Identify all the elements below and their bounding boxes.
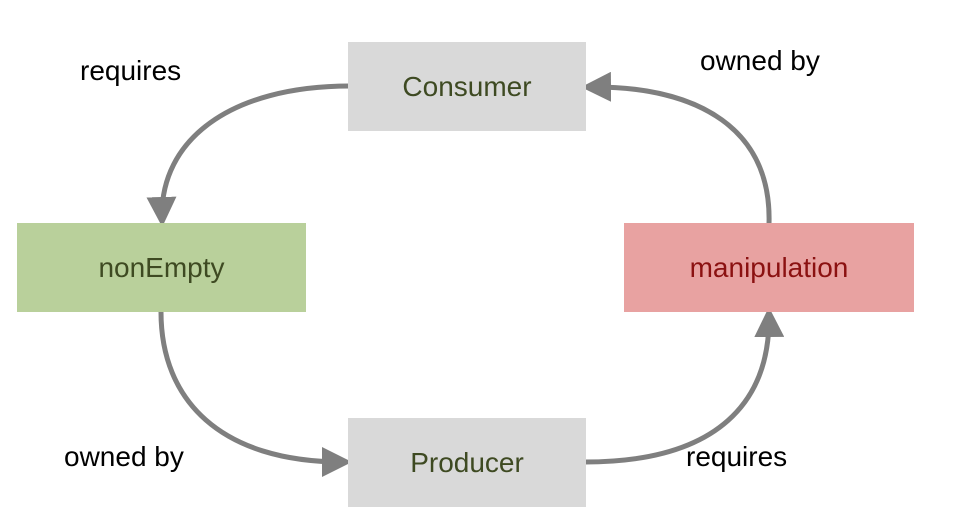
producer-node: Producer (348, 418, 586, 507)
consumer-node: Consumer (348, 42, 586, 131)
arrow-nonempty-to-producer (158, 311, 352, 477)
manipulation-node: manipulation (624, 223, 914, 312)
edge-label-producer-owned-by: owned by (64, 441, 184, 472)
edge-label-consumer-owned-by: owned by (700, 45, 820, 76)
arrow-producer-to-manipulation (584, 307, 785, 465)
edge-label-producer-requires: requires (686, 441, 788, 472)
arrow-manipulation-to-consumer (581, 71, 772, 225)
arrow-consumer-to-nonempty (146, 83, 351, 227)
producer-node-label: Producer (410, 446, 524, 478)
edge-label-consumer-requires: requires (80, 55, 182, 86)
consumer-node-label: Consumer (402, 70, 532, 102)
manipulation-node-label: manipulation (689, 251, 849, 283)
nonempty-node: nonEmpty (17, 223, 306, 312)
nonempty-node-label: nonEmpty (98, 251, 225, 283)
